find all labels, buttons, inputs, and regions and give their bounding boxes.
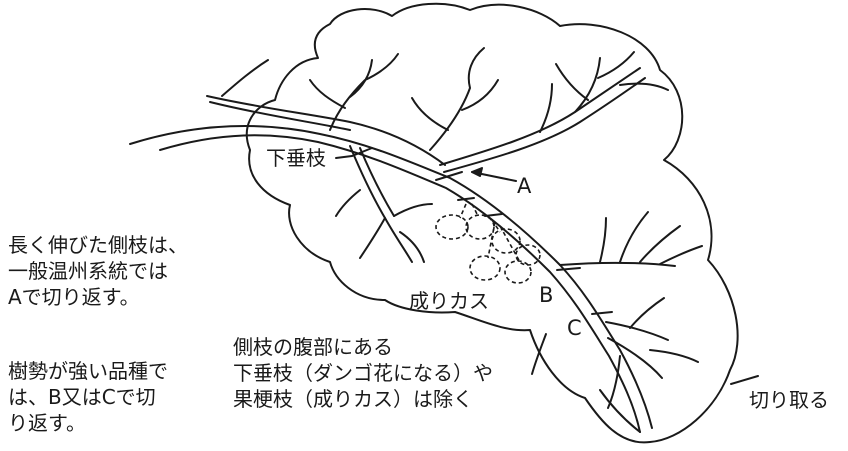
twigs-top-mid xyxy=(411,47,499,151)
flower-cluster-5 xyxy=(504,260,532,284)
upper-branch-a xyxy=(206,95,446,166)
twigs-top-right xyxy=(539,51,669,133)
label-point-c: C xyxy=(567,316,582,340)
note-center: 側枝の腹部にある 下垂枝（ダンゴ花になる）や 果梗枝（成りカス）は除く xyxy=(233,334,493,412)
leaf-canopy-outline xyxy=(245,2,739,444)
label-point-a: A xyxy=(517,174,532,198)
drooping-branch-a xyxy=(349,145,413,263)
note-left-top-line: 一般温州系統では xyxy=(8,259,168,283)
cut-mark-narikasu-2 xyxy=(484,213,503,217)
cut-mark-a xyxy=(435,171,463,181)
leader-kasoushi xyxy=(335,155,353,159)
upper-branch-b xyxy=(209,101,351,131)
twigs-right-lower xyxy=(599,297,699,433)
main-branch-upper xyxy=(129,124,653,429)
note-center-line: 側枝の腹部にある xyxy=(233,335,393,359)
cut-mark-b xyxy=(556,267,581,271)
note-left-bottom-line: は、B又はCで切 xyxy=(8,385,156,409)
note-center-line: 果梗枝（成りカス）は除く xyxy=(233,387,473,411)
flower-cluster-6 xyxy=(515,244,541,266)
label-kasoushi: 下垂枝 xyxy=(266,146,326,170)
flower-cluster-1 xyxy=(435,214,469,240)
branch-upper-right-2 xyxy=(443,77,646,173)
sprout-stroke xyxy=(221,59,269,97)
leader-center-note xyxy=(531,333,547,375)
drooping-branch-b xyxy=(359,147,395,217)
cut-mark-narikasu-1 xyxy=(457,197,475,201)
cut-mark-kasoushi xyxy=(351,147,373,157)
note-left-top-line: Aで切り返す。 xyxy=(8,285,140,309)
flower-cluster-4 xyxy=(469,255,501,281)
label-point-b: B xyxy=(539,283,554,307)
twigs-top-left xyxy=(309,53,399,131)
flower-cluster-2 xyxy=(465,214,495,240)
label-kiritoru: 切り取る xyxy=(749,388,829,412)
note-left-bottom: 樹勢が強い品種で は、B又はCで切 り返す。 xyxy=(8,358,168,436)
note-left-top-line: 長く伸びた側枝は、 xyxy=(8,233,188,257)
label-narikasu: 成りカス xyxy=(409,289,489,313)
cluster-stem-1 xyxy=(459,203,521,263)
note-left-bottom-line: り返す。 xyxy=(8,411,86,435)
note-left-top: 長く伸びた側枝は、 一般温州系統では Aで切り返す。 xyxy=(8,232,188,310)
main-branch-lower xyxy=(159,134,641,433)
twigs-drooping xyxy=(335,189,433,263)
branch-upper-right-1 xyxy=(439,67,641,166)
twigs-right-upper xyxy=(559,211,703,267)
cut-mark-far-right xyxy=(730,375,759,385)
flower-cluster-3 xyxy=(491,228,521,254)
leader-a-arrowhead xyxy=(471,167,483,177)
cut-mark-c xyxy=(591,311,613,315)
note-left-bottom-line: 樹勢が強い品種で xyxy=(8,359,168,383)
note-center-line: 下垂枝（ダンゴ花になる）や xyxy=(233,361,493,385)
